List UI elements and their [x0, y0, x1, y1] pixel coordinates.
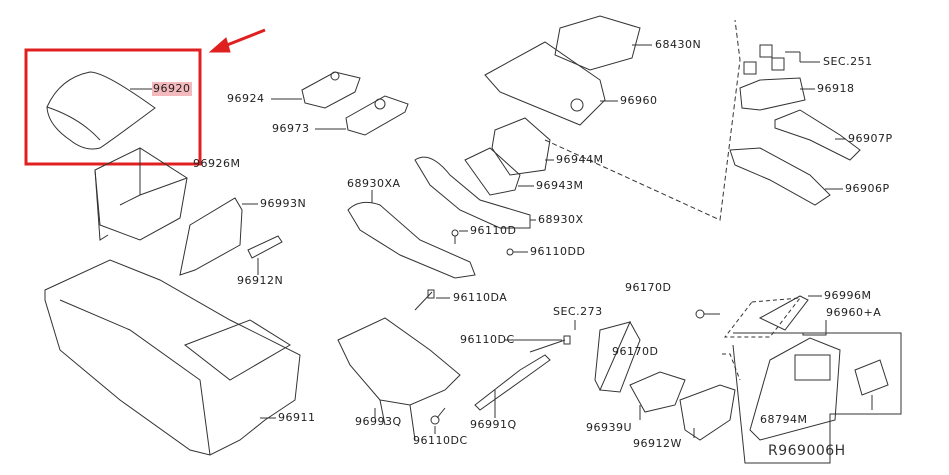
section-label-sec273[interactable]: SEC.273 [553, 305, 603, 318]
part-label-96944M[interactable]: 96944M [556, 153, 604, 166]
part-label-96973[interactable]: 96973 [272, 122, 310, 135]
section-label-sec251[interactable]: SEC.251 [823, 55, 873, 68]
part-switch-96918 [739, 44, 820, 111]
part-label-96911[interactable]: 96911 [278, 411, 316, 424]
part-label-96924[interactable]: 96924 [227, 92, 265, 105]
part-label-68930XA[interactable]: 68930XA [347, 177, 401, 190]
part-armrest-lid [46, 71, 156, 150]
part-68430N [554, 15, 652, 71]
dashed-leader-line [544, 19, 741, 221]
part-rod-96991Q [474, 354, 551, 418]
part-sec273 [574, 320, 641, 393]
part-label-96110DA[interactable]: 96110DA [453, 291, 508, 304]
part-label-96110DC[interactable]: 96110DC [460, 333, 515, 346]
part-label-96991Q[interactable]: 96991Q [470, 418, 517, 431]
part-bracket-96996M [695, 295, 822, 338]
part-96943M [464, 147, 534, 196]
part-label-96907P[interactable]: 96907P [848, 132, 893, 145]
part-label-96996M[interactable]: 96996M [824, 289, 872, 302]
part-trim-68930XA [347, 190, 476, 279]
part-label-96939U[interactable]: 96939U [586, 421, 633, 434]
part-96906P [729, 147, 843, 206]
part-label-96110D[interactable]: 96110D [470, 224, 517, 237]
part-label-96912N[interactable]: 96912N [237, 274, 284, 287]
part-tray-96973 [315, 95, 409, 136]
part-label-68430N[interactable]: 68430N [655, 38, 702, 51]
part-96939U [629, 371, 686, 420]
part-clip-96912N [247, 235, 283, 275]
part-label-96993Q[interactable]: 96993Q [355, 415, 402, 428]
part-label-96920[interactable]: 96920 [152, 82, 192, 96]
part-label-96906P[interactable]: 96906P [845, 182, 890, 195]
diagram-reference-code: R969006H [768, 443, 846, 459]
screw-icon [506, 248, 528, 256]
part-bracket-96993N [179, 197, 258, 276]
part-finisher-96960 [484, 41, 618, 126]
highlight-arrow-icon [208, 28, 266, 53]
part-96944M [491, 117, 554, 176]
part-rear-panel-96960A [722, 320, 902, 464]
part-label-96960[interactable]: 96960 [620, 94, 658, 107]
part-console-box [94, 147, 188, 241]
part-label-96960A[interactable]: 96960+A [826, 306, 882, 319]
part-label-96110DD[interactable]: 96110DD [530, 245, 586, 258]
part-label-96926M[interactable]: 96926M [193, 157, 241, 170]
part-label-96170D-lower[interactable]: 96170D [612, 345, 659, 358]
bolt-96110DC-lower [430, 407, 446, 434]
part-label-68794M[interactable]: 68794M [760, 413, 808, 426]
part-trim-68930X [414, 156, 536, 229]
part-bracket-96924 [271, 71, 361, 109]
part-label-96918[interactable]: 96918 [817, 82, 855, 95]
bolt-96110DC [505, 335, 571, 353]
part-label-96912W[interactable]: 96912W [633, 437, 682, 450]
part-label-96943M[interactable]: 96943M [536, 179, 584, 192]
part-96907P [774, 109, 861, 161]
part-lower-console [44, 259, 301, 456]
part-label-68930X[interactable]: 68930X [538, 213, 584, 226]
highlight-box [24, 48, 202, 166]
part-frame-96993Q [337, 317, 461, 441]
screw-icon [451, 229, 468, 244]
bolt-96110DA [414, 289, 450, 311]
part-96912W [679, 384, 736, 441]
part-label-96110DC-lower[interactable]: 96110DC [413, 434, 468, 447]
part-label-96993N[interactable]: 96993N [260, 197, 307, 210]
part-label-96170D[interactable]: 96170D [625, 281, 672, 294]
